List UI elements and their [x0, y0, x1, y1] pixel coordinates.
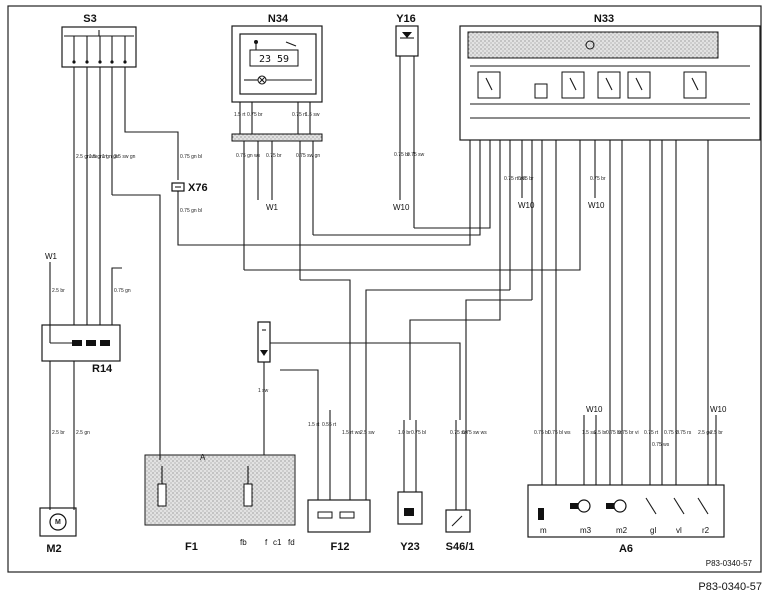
svg-text:W10: W10 — [710, 405, 727, 414]
svg-text:0.75 vi: 0.75 vi — [664, 430, 679, 436]
wl-s3-2: 1.5 gn rt — [89, 154, 108, 160]
svg-text:m3: m3 — [580, 526, 592, 535]
svg-text:0.75 bl ws: 0.75 bl ws — [548, 430, 571, 436]
label-x76: X76 — [188, 182, 208, 194]
svg-text:2.5 ge: 2.5 ge — [698, 430, 712, 436]
wl-s3-3: 1 gn ge — [102, 154, 119, 160]
component-m2: M M2 — [39, 507, 77, 555]
svg-text:0.75 br: 0.75 br — [518, 176, 534, 182]
svg-text:0.75 bl: 0.75 bl — [411, 430, 426, 436]
svg-text:0.75 br: 0.75 br — [394, 152, 410, 158]
component-f12: F12 — [307, 499, 371, 553]
label-s46-1: S46/1 — [446, 541, 475, 553]
label-y16: Y16 — [396, 13, 416, 25]
component-n33: N33 — [459, 13, 761, 141]
svg-text:2.5 br: 2.5 br — [52, 288, 65, 294]
wl-s3-1: 2.5 gn ws — [76, 154, 98, 160]
diagram-frame — [7, 5, 762, 573]
wl-x76-out: 0.75 gn bl — [180, 208, 202, 214]
svg-text:0.75 sw: 0.75 sw — [407, 152, 425, 158]
label-m2: M2 — [46, 543, 61, 555]
component-s3: S3 — [61, 13, 137, 68]
svg-text:0.75 rs: 0.75 rs — [676, 430, 692, 436]
svg-text:2.5 br: 2.5 br — [594, 430, 607, 436]
ground-w1-left: W1 2.5 br — [45, 252, 65, 325]
component-s46-1: 0.75 sw 0.75 sw ws S46/1 — [445, 420, 487, 553]
display-digits: 23 59 — [259, 54, 289, 65]
label-n34: N34 — [268, 13, 289, 25]
svg-text:W10: W10 — [393, 203, 410, 212]
label-f1: F1 — [185, 541, 198, 553]
svg-text:1 sw: 1 sw — [258, 388, 269, 394]
svg-text:W10: W10 — [586, 405, 603, 414]
component-a6: m m3 m2 gl vl r2 A6 — [527, 484, 725, 555]
svg-text:2.5 sw: 2.5 sw — [360, 430, 375, 436]
svg-text:1.5 sw: 1.5 sw — [582, 430, 597, 436]
svg-text:1.5 rt: 1.5 rt — [234, 112, 246, 118]
label-n33: N33 — [594, 13, 614, 25]
svg-text:0.75 rt: 0.75 rt — [292, 112, 307, 118]
wl-m2-a: 2.5 br — [52, 430, 65, 436]
n33-wires: 0.75 rt ws 0.75 br 0.75 br W10 W10 — [365, 140, 709, 485]
svg-text:m: m — [540, 526, 547, 535]
label-r14: R14 — [92, 363, 113, 375]
svg-text:M: M — [55, 519, 61, 526]
svg-text:c1: c1 — [273, 538, 282, 547]
svg-text:1.5 rt ws: 1.5 rt ws — [342, 430, 361, 436]
svg-text:fd: fd — [288, 538, 295, 547]
wl-m2-b: 2.5 gn — [76, 430, 90, 436]
svg-text:0.75 br vi: 0.75 br vi — [618, 430, 639, 436]
wl-s3-out: 0.75 gn bl — [180, 154, 202, 160]
svg-text:0.75 sw gn: 0.75 sw gn — [296, 153, 320, 159]
svg-text:A: A — [200, 453, 206, 462]
svg-text:0.55 rt: 0.55 rt — [322, 422, 337, 428]
wl-s3-4: 2.5 sw gn — [114, 154, 136, 160]
svg-text:0.75 rt ws: 0.75 rt ws — [504, 176, 526, 182]
label-s3: S3 — [83, 13, 96, 25]
svg-text:r2: r2 — [702, 526, 710, 535]
svg-text:1.5 rt: 1.5 rt — [308, 422, 320, 428]
svg-text:0.75 rt: 0.75 rt — [644, 430, 659, 436]
component-f1: A F1 fb f c1 fd — [144, 453, 296, 553]
svg-text:0.75 br: 0.75 br — [247, 112, 263, 118]
svg-text:vl: vl — [676, 526, 682, 535]
svg-text:2.5 br: 2.5 br — [710, 430, 723, 436]
svg-text:0.75 br: 0.75 br — [590, 176, 606, 182]
svg-text:W10: W10 — [518, 201, 535, 210]
component-relay-connector: 1 sw — [257, 321, 461, 455]
svg-text:0.75 bl: 0.75 bl — [534, 430, 549, 436]
svg-text:0.75 ws: 0.75 ws — [652, 442, 670, 448]
svg-text:1.0 br: 1.0 br — [398, 430, 411, 436]
n34-wires: 1.5 rt 0.75 br 0.75 rt 1.5 sw 0.75 gn ws… — [234, 102, 581, 455]
svg-text:0.75 gn ws: 0.75 gn ws — [236, 153, 261, 159]
svg-text:0.75 br: 0.75 br — [606, 430, 622, 436]
component-y23: 1.0 br 0.75 bl Y23 — [397, 420, 426, 553]
label-a6: A6 — [619, 543, 633, 555]
svg-text:0.75 sw: 0.75 sw — [450, 430, 468, 436]
svg-text:fb: fb — [240, 538, 247, 547]
figure-ref: P83-0340-57 — [706, 559, 753, 568]
footer-ref: P83-0340-57 — [698, 581, 762, 593]
svg-text:1.5 sw: 1.5 sw — [305, 112, 320, 118]
svg-text:m2: m2 — [616, 526, 628, 535]
svg-text:W1: W1 — [45, 252, 58, 261]
svg-text:W10: W10 — [588, 201, 605, 210]
label-y23: Y23 — [400, 541, 420, 553]
svg-text:f: f — [265, 538, 268, 547]
svg-text:0.75 sw ws: 0.75 sw ws — [462, 430, 487, 436]
component-y16: Y16 0.75 br 0.75 sw W10 — [393, 13, 491, 229]
component-x76: X76 — [171, 182, 208, 194]
svg-text:W1: W1 — [266, 203, 279, 212]
svg-text:0.75 br: 0.75 br — [266, 153, 282, 159]
component-r14: R14 — [41, 324, 121, 375]
label-f12: F12 — [331, 541, 350, 553]
component-n34: N34 23 59 — [231, 13, 323, 103]
wl-r14-in: 0.75 gn — [114, 288, 131, 294]
svg-text:gl: gl — [650, 526, 656, 535]
